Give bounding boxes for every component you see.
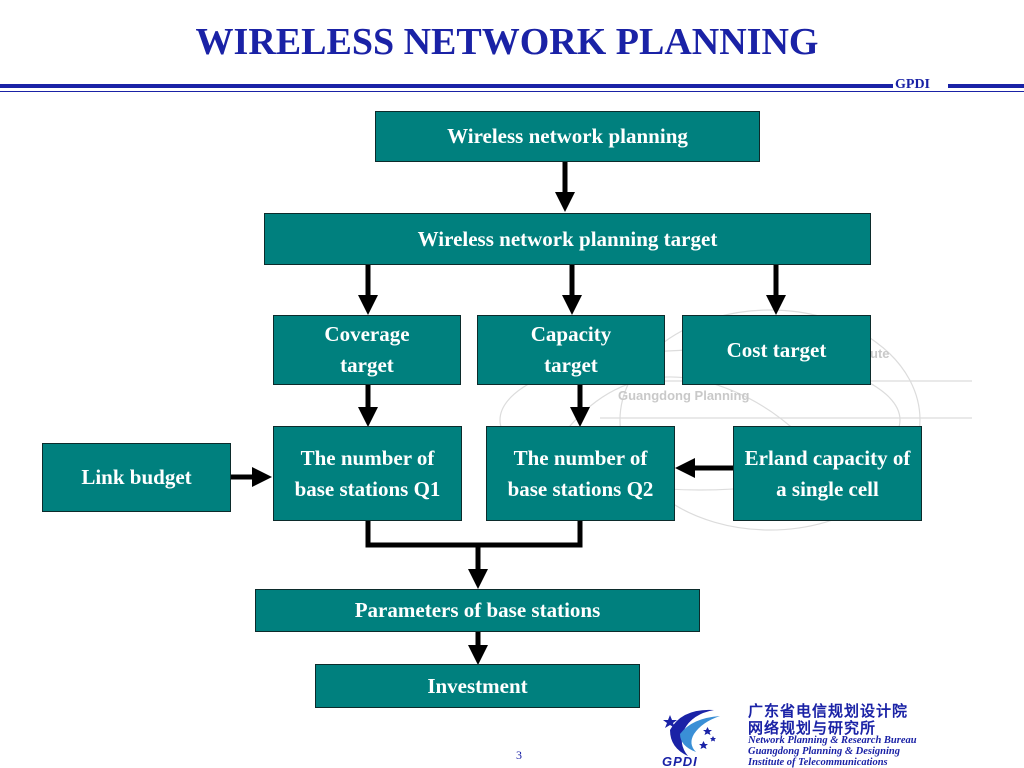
logo-en-line-3: Institute of Telecommunications	[748, 757, 888, 768]
logo-en-line-1: Network Planning & Research Bureau	[748, 735, 917, 746]
logo-mark-text: GPDI	[662, 754, 698, 768]
gpdi-logo-mark-icon	[663, 709, 720, 756]
watermark-text-2: Guangdong Planning	[618, 388, 750, 403]
title-rule-right	[948, 84, 1024, 88]
page-number: 3	[516, 748, 522, 762]
slide-title: WIRELESS NETWORK PLANNING	[195, 21, 819, 63]
node-erland-capacity: Erland capacity of a single cell	[733, 426, 922, 521]
gpdi-logo: GPDI 广东省电信规划设计院 网络规划与研究所 Network Plannin…	[662, 700, 1024, 768]
node-capacity-target: Capacity target	[477, 315, 665, 385]
gpdi-tag: GPDI	[895, 77, 930, 92]
node-investment: Investment	[315, 664, 640, 708]
title-rule-left	[0, 84, 893, 88]
node-parameters-of-base-stations: Parameters of base stations	[255, 589, 700, 632]
node-coverage-target: Coverage target	[273, 315, 461, 385]
logo-cn-line-2: 网络规划与研究所	[748, 719, 877, 737]
node-link-budget: Link budget	[42, 443, 231, 512]
node-planning-target: Wireless network planning target	[264, 213, 871, 265]
node-cost-target: Cost target	[682, 315, 871, 385]
logo-en-line-2: Guangdong Planning & Designing	[748, 746, 901, 757]
node-wireless-network-planning: Wireless network planning	[375, 111, 760, 162]
node-base-stations-q1: The number of base stations Q1	[273, 426, 462, 521]
connector-q1-q2-merge	[365, 521, 583, 548]
node-base-stations-q2: The number of base stations Q2	[486, 426, 675, 521]
watermark-text-1: ute	[870, 346, 890, 361]
title-rule-thin	[0, 91, 1024, 92]
logo-cn-line-1: 广东省电信规划设计院	[748, 702, 909, 720]
